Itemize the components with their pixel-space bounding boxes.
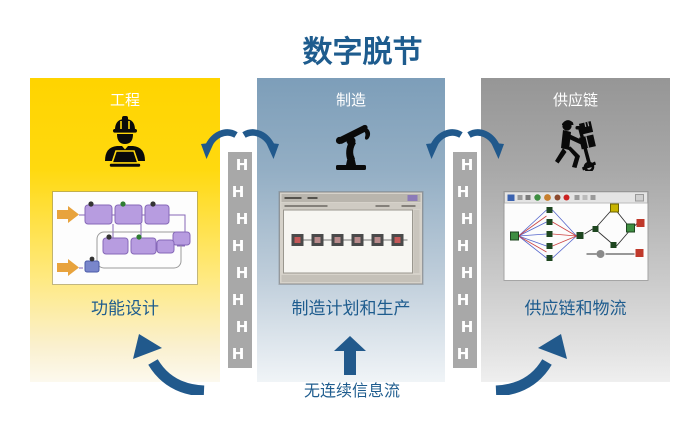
barrier-rung: H xyxy=(231,291,245,309)
barrier-wall-left: H H H H H H H H xyxy=(228,152,252,368)
barrier-rung: H xyxy=(460,264,474,282)
supply-network-screenshot xyxy=(504,192,647,280)
blocked-exchange-arrow-right xyxy=(426,129,504,159)
barrier-rung: H xyxy=(456,291,470,309)
barrier-rung: H xyxy=(231,345,245,363)
barrier-rung: H xyxy=(235,318,249,336)
engineering-flowchart-screenshot xyxy=(53,192,197,284)
barrier-rung: H xyxy=(460,210,474,228)
barrier-rung: H xyxy=(456,237,470,255)
barrier-rung: H xyxy=(235,156,249,174)
barrier-rung: H xyxy=(231,237,245,255)
engineering-column: 工程 xyxy=(30,78,220,382)
barrier-rung: H xyxy=(231,183,245,201)
hand-truck-worker-icon xyxy=(554,120,596,171)
manufacturing-caption: 制造计划和生产 xyxy=(291,299,411,318)
supply-chain-column: 供应链 xyxy=(481,78,670,382)
supply-chain-header: 供应链 xyxy=(552,92,598,109)
supply-chain-caption: 供应链和物流 xyxy=(524,299,627,318)
engineer-at-laptop-icon xyxy=(105,116,145,169)
barrier-rung: H xyxy=(235,264,249,282)
engineering-caption: 功能设计 xyxy=(91,299,159,318)
engineering-header: 工程 xyxy=(109,92,140,109)
barrier-rung: H xyxy=(235,210,249,228)
barrier-rung: H xyxy=(460,318,474,336)
barrier-rung: H xyxy=(456,345,470,363)
barrier-wall-right: H H H H H H H H xyxy=(453,152,477,368)
no-continuous-info-flow-label: 无连续信息流 xyxy=(303,383,400,400)
barrier-rung: H xyxy=(456,183,470,201)
blocked-exchange-arrow-left xyxy=(201,129,279,159)
manufacturing-column: 制造 xyxy=(257,78,445,382)
page-title: 数字脱节 xyxy=(302,36,423,69)
info-flow-arrow-engineering xyxy=(133,334,205,395)
info-flow-arrow-supply xyxy=(495,334,567,395)
manufacturing-software-screenshot xyxy=(279,192,423,284)
manufacturing-header: 制造 xyxy=(335,92,366,109)
info-flow-arrow-manufacturing xyxy=(334,336,366,375)
robot-arm-icon xyxy=(335,124,371,170)
barrier-rung: H xyxy=(460,156,474,174)
